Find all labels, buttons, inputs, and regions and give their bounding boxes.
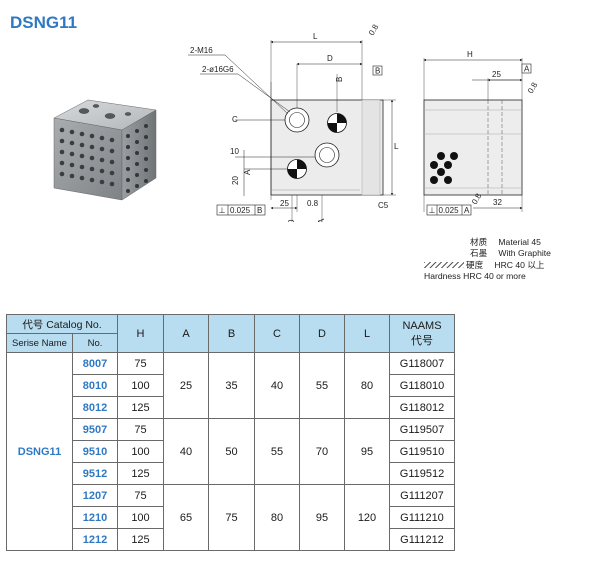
header-d: D (299, 314, 345, 353)
label-l-right: L (394, 142, 399, 151)
header-c: C (254, 314, 300, 353)
roughness-1: 0.8 (367, 22, 381, 37)
product-photo (53, 99, 157, 201)
table-row: 1212 125 G111212 (7, 528, 455, 551)
note-hardness-en: Hardness HRC 40 or more (424, 270, 526, 281)
graphite-plugs-front (59, 127, 115, 187)
tolerance-right: 0.025 (439, 206, 460, 215)
datum-b: B (375, 67, 380, 76)
side-view-plugs (430, 152, 458, 184)
series-name-cell: DSNG11 (6, 352, 73, 551)
dowel-mark-upper (327, 113, 347, 133)
label-l-top: L (313, 32, 318, 41)
label-a-vertical: A (243, 169, 252, 175)
label-25-side: 25 (492, 70, 501, 79)
note-hardness: 硬度 HRC 40 以上 (424, 260, 551, 271)
table-row: 9512 125 G119512 (7, 462, 455, 485)
datum-a: A (524, 65, 530, 74)
table-row: 9507 75 40 50 55 70 95 G119507 (7, 418, 455, 485)
label-h: H (467, 50, 473, 59)
graphite-plugs-side (126, 124, 148, 193)
dowel-mark-lower (287, 159, 307, 179)
tolerance-left: 0.025 (230, 206, 251, 215)
tolerance-right-ref: A (464, 206, 470, 215)
tolerance-left-ref: B (257, 206, 262, 215)
label-phi16g6: 2-ø16G6 (202, 65, 234, 74)
label-c5: C5 (378, 201, 389, 210)
label-b-vertical: B (335, 77, 344, 82)
header-h: H (117, 314, 164, 353)
svg-text:⊥: ⊥ (429, 206, 436, 215)
label-25-bottom: 25 (280, 199, 289, 208)
label-10: 10 (230, 147, 239, 156)
header-no: No. (72, 333, 118, 353)
label-m16: 2-M16 (190, 46, 213, 55)
header-catalog-no: 代号 Catalog No. (6, 314, 118, 334)
table-row: 8012 125 G118012 (7, 396, 455, 419)
table-row: 1210 100 G111210 (7, 506, 455, 529)
page-title: DSNG11 (10, 13, 78, 32)
header-l: L (344, 314, 390, 353)
spec-table: 代号 Catalog No. H A B C D L NAAMS 代号 Seri… (6, 314, 455, 551)
table-row: DSNG11 8007 75 25 35 40 55 80 G118007 (6, 352, 455, 551)
header-a: A (163, 314, 209, 353)
label-d: D (327, 54, 333, 63)
label-a-bottom: A (317, 218, 326, 222)
label-0-vertical: 0 (287, 219, 296, 222)
label-c: C (232, 115, 238, 124)
roughness-2: 0.8 (307, 199, 319, 208)
label-32: 32 (493, 198, 502, 207)
note-graphite: 石墨 With Graphite (470, 248, 551, 259)
front-view: C 10 20 A 2-M16 2-ø16G6 L 0.8 D B B L C5… (188, 22, 399, 222)
roughness-3: 0.8 (526, 80, 540, 95)
header-b: B (208, 314, 255, 353)
material-notes: 材质 Material 45 石墨 With Graphite 硬度 HRC 4… (424, 237, 551, 282)
header-series-name: Serise Name (6, 333, 73, 353)
side-view: H 25 0.8 A 32 0.8 ⊥ 0.025 A (423, 50, 540, 216)
table-row: 8010 100 G118010 (7, 374, 455, 397)
header-naams: NAAMS 代号 (389, 314, 455, 353)
technical-drawing: C 10 20 A 2-M16 2-ø16G6 L 0.8 D B B L C5… (188, 22, 540, 222)
note-material: 材质 Material 45 (470, 237, 541, 247)
top-holes (78, 104, 132, 119)
label-20: 20 (231, 176, 240, 185)
svg-text:⊥: ⊥ (219, 206, 226, 215)
table-row: 1207 75 65 75 80 95 120 G111207 (7, 484, 455, 551)
hatch-symbol (424, 262, 464, 269)
